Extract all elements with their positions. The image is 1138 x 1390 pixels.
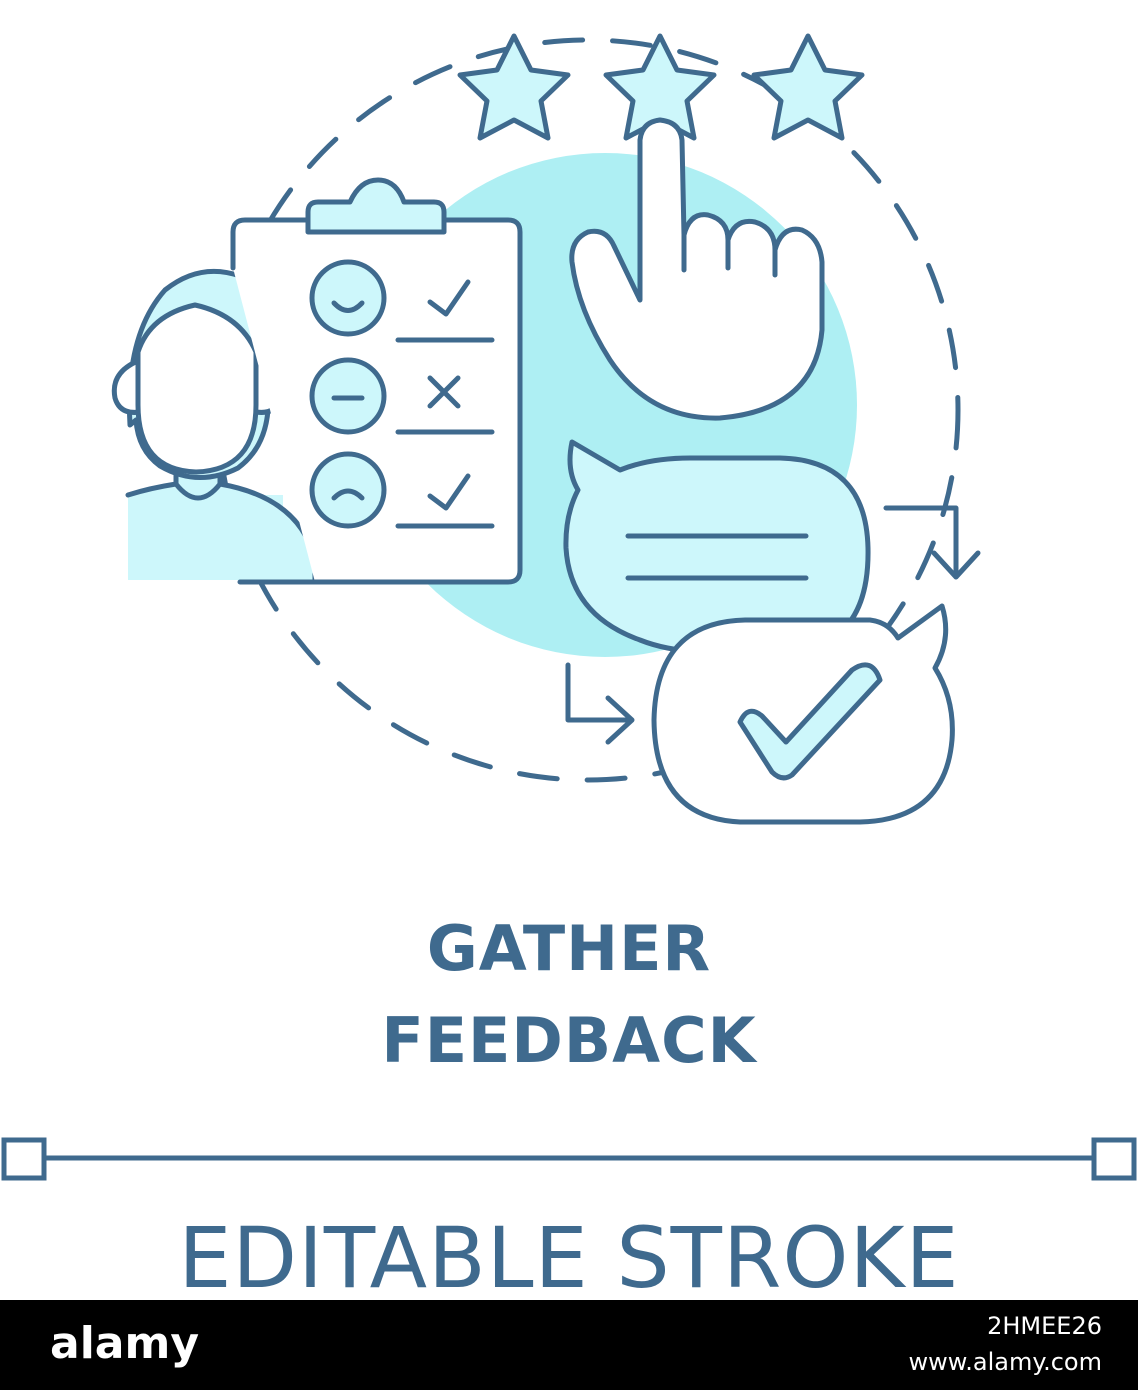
alamy-logo: alamy	[50, 1318, 199, 1369]
editable-stroke-label: EDITABLE STROKE	[178, 1209, 960, 1307]
star-icon	[457, 33, 571, 141]
gather-feedback-illustration	[111, 33, 981, 825]
star-icon	[751, 33, 865, 141]
title-line-2: FEEDBACK	[381, 1004, 757, 1077]
arrow-icon	[565, 662, 635, 745]
stroke-handle-right	[1091, 1137, 1137, 1181]
stroke-handle-left	[1, 1137, 47, 1181]
footer-image-id: 2HMEE26 www.alamy.com	[909, 1308, 1102, 1380]
image-id: 2HMEE26	[987, 1312, 1102, 1340]
title-line-1: GATHER	[426, 912, 712, 985]
checkmark-icon	[427, 279, 471, 317]
arrow-icon	[883, 505, 981, 580]
neutral-face-icon	[309, 357, 387, 435]
x-mark-icon	[427, 375, 461, 409]
sad-face-icon	[309, 451, 387, 529]
person-icon	[111, 268, 318, 585]
footer-band: alamy 2HMEE26 www.alamy.com	[0, 1300, 1138, 1390]
site-url: www.alamy.com	[908, 1348, 1102, 1376]
editable-stroke-bar	[1, 1137, 1137, 1181]
pointing-hand-icon	[569, 117, 825, 421]
checklist-marks	[395, 279, 495, 529]
check-bubble-icon	[651, 603, 955, 825]
smiley-icon	[309, 259, 387, 337]
rating-stars	[457, 33, 865, 141]
checkmark-icon	[427, 473, 471, 511]
